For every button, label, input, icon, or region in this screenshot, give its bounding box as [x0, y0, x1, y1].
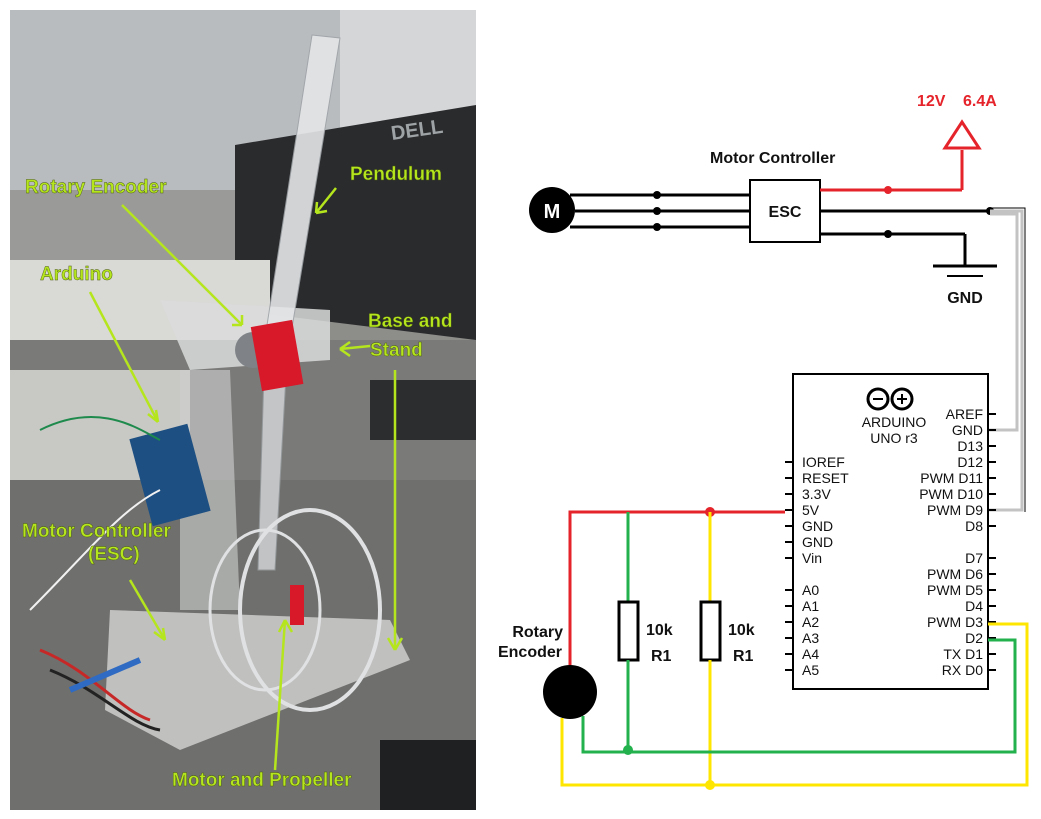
resistor-1 — [617, 600, 640, 662]
signal-wire-outline — [990, 207, 1026, 512]
label-pendulum: Pendulum — [350, 164, 442, 185]
arduino-board — [129, 423, 211, 527]
pin-d3: PWM D3 — [927, 614, 983, 630]
motor-controller-title: Motor Controller — [710, 150, 835, 167]
wire-black — [49, 668, 161, 732]
pin-d9: PWM D9 — [927, 502, 983, 518]
pin-d4: D4 — [965, 598, 983, 614]
encoder-label-2: Encoder — [498, 644, 562, 661]
wire-white — [29, 489, 161, 611]
yellow-junction — [705, 780, 715, 790]
signal-junction — [986, 207, 994, 215]
pin-aref: AREF — [946, 406, 983, 422]
keyboard-front — [380, 740, 476, 810]
pin-d13: D13 — [957, 438, 983, 454]
motor — [290, 585, 304, 625]
propeller-guard-2 — [208, 528, 322, 692]
ground-junction — [884, 230, 892, 238]
label-esc: (ESC) — [88, 544, 140, 565]
red-junction — [705, 507, 715, 517]
label-motor-propeller: Motor and Propeller — [172, 770, 352, 791]
arrowhead-rotary-encoder — [232, 315, 244, 327]
arduino-model: UNO r3 — [870, 430, 918, 446]
annotation-arrows — [88, 187, 404, 771]
stand-leg — [180, 370, 240, 610]
left-pin-stubs — [785, 461, 793, 671]
resistor-1-value: 10k — [646, 622, 673, 639]
pin-a5: A5 — [802, 662, 819, 678]
setup-photo: DELL Rotary Encoder Pendulum Arduino Bas… — [10, 10, 476, 810]
wire-yellow-d3 — [560, 622, 1029, 787]
pin-d1: TX D1 — [943, 646, 983, 662]
red-encoder-mount — [250, 319, 304, 392]
wire-red — [39, 648, 151, 722]
label-base-and: Base and — [368, 311, 452, 332]
arrow-motor-controller — [128, 579, 167, 642]
pin-ioref: IOREF — [802, 454, 845, 470]
arrow-motor-propeller — [273, 619, 294, 771]
wire-green-d2 — [581, 638, 1017, 754]
arduino-logo-text: ARDUINO — [862, 414, 927, 430]
arrow-arduino — [88, 291, 160, 423]
pin-d0: RX D0 — [942, 662, 983, 678]
label-motor-controller: Motor Controller — [22, 521, 171, 542]
motor-wires — [570, 193, 750, 229]
power-voltage: 12V — [917, 93, 946, 110]
pin-a4: A4 — [802, 646, 819, 662]
wire-green — [39, 416, 161, 441]
label-stand: Stand — [370, 340, 423, 361]
acrylic-base — [105, 610, 410, 750]
pin-a3: A3 — [802, 630, 819, 646]
arduino-logo-icon — [866, 387, 914, 411]
pin-gnd-right: GND — [952, 422, 983, 438]
pin-vin: Vin — [802, 550, 822, 566]
motor-symbol: M — [529, 187, 575, 233]
arduino-board-outline — [792, 373, 989, 690]
resistor-2-name: R1 — [733, 648, 754, 665]
signal-wire-gray — [988, 209, 1024, 512]
propeller-guard — [238, 508, 382, 712]
resistor-2-value: 10k — [728, 622, 755, 639]
pin-3v3: 3.3V — [802, 486, 831, 502]
esc-box — [749, 179, 821, 243]
pin-reset: RESET — [802, 470, 849, 486]
arrow-rotary-encoder — [121, 204, 243, 326]
resistor-1-name: R1 — [651, 648, 672, 665]
pin-d12: D12 — [957, 454, 983, 470]
keyboard — [370, 380, 476, 440]
pin-d2: D2 — [965, 630, 983, 646]
pin-gnd-2: GND — [802, 534, 833, 550]
arrow-base-stand — [339, 340, 371, 358]
wire-blue-connector — [68, 657, 142, 693]
gnd-label: GND — [947, 290, 983, 307]
rotary-encoder-symbol — [543, 665, 597, 719]
wire-5v-red — [568, 510, 785, 668]
green-junction — [623, 745, 633, 755]
pin-a1: A1 — [802, 598, 819, 614]
pin-d5: PWM D5 — [927, 582, 983, 598]
arrow-pendulum — [314, 187, 337, 215]
pin-d6: PWM D6 — [927, 566, 983, 582]
arrow-base-bottom — [386, 370, 404, 651]
power-triangle-icon — [942, 119, 982, 150]
pin-d10: PWM D10 — [919, 486, 983, 502]
power-current: 6.4A — [963, 93, 997, 110]
pin-5v: 5V — [802, 502, 820, 518]
pin-a0: A0 — [802, 582, 819, 598]
encoder-label-1: Rotary — [512, 624, 563, 641]
pin-gnd-1: GND — [802, 518, 833, 534]
esc-label: ESC — [769, 204, 802, 221]
motor-wire-junctions — [653, 191, 661, 231]
label-arduino: Arduino — [40, 264, 113, 285]
label-rotary-encoder: Rotary Encoder — [25, 177, 167, 198]
motor-label: M — [544, 201, 561, 223]
right-pin-stubs — [988, 413, 996, 671]
resistor-2 — [699, 600, 722, 662]
pin-d8: D8 — [965, 518, 983, 534]
pin-d11: PWM D11 — [920, 470, 983, 486]
power-junction — [884, 186, 892, 194]
gnd-wire-gray — [988, 212, 1019, 432]
pin-d7: D7 — [965, 550, 983, 566]
pin-a2: A2 — [802, 614, 819, 630]
